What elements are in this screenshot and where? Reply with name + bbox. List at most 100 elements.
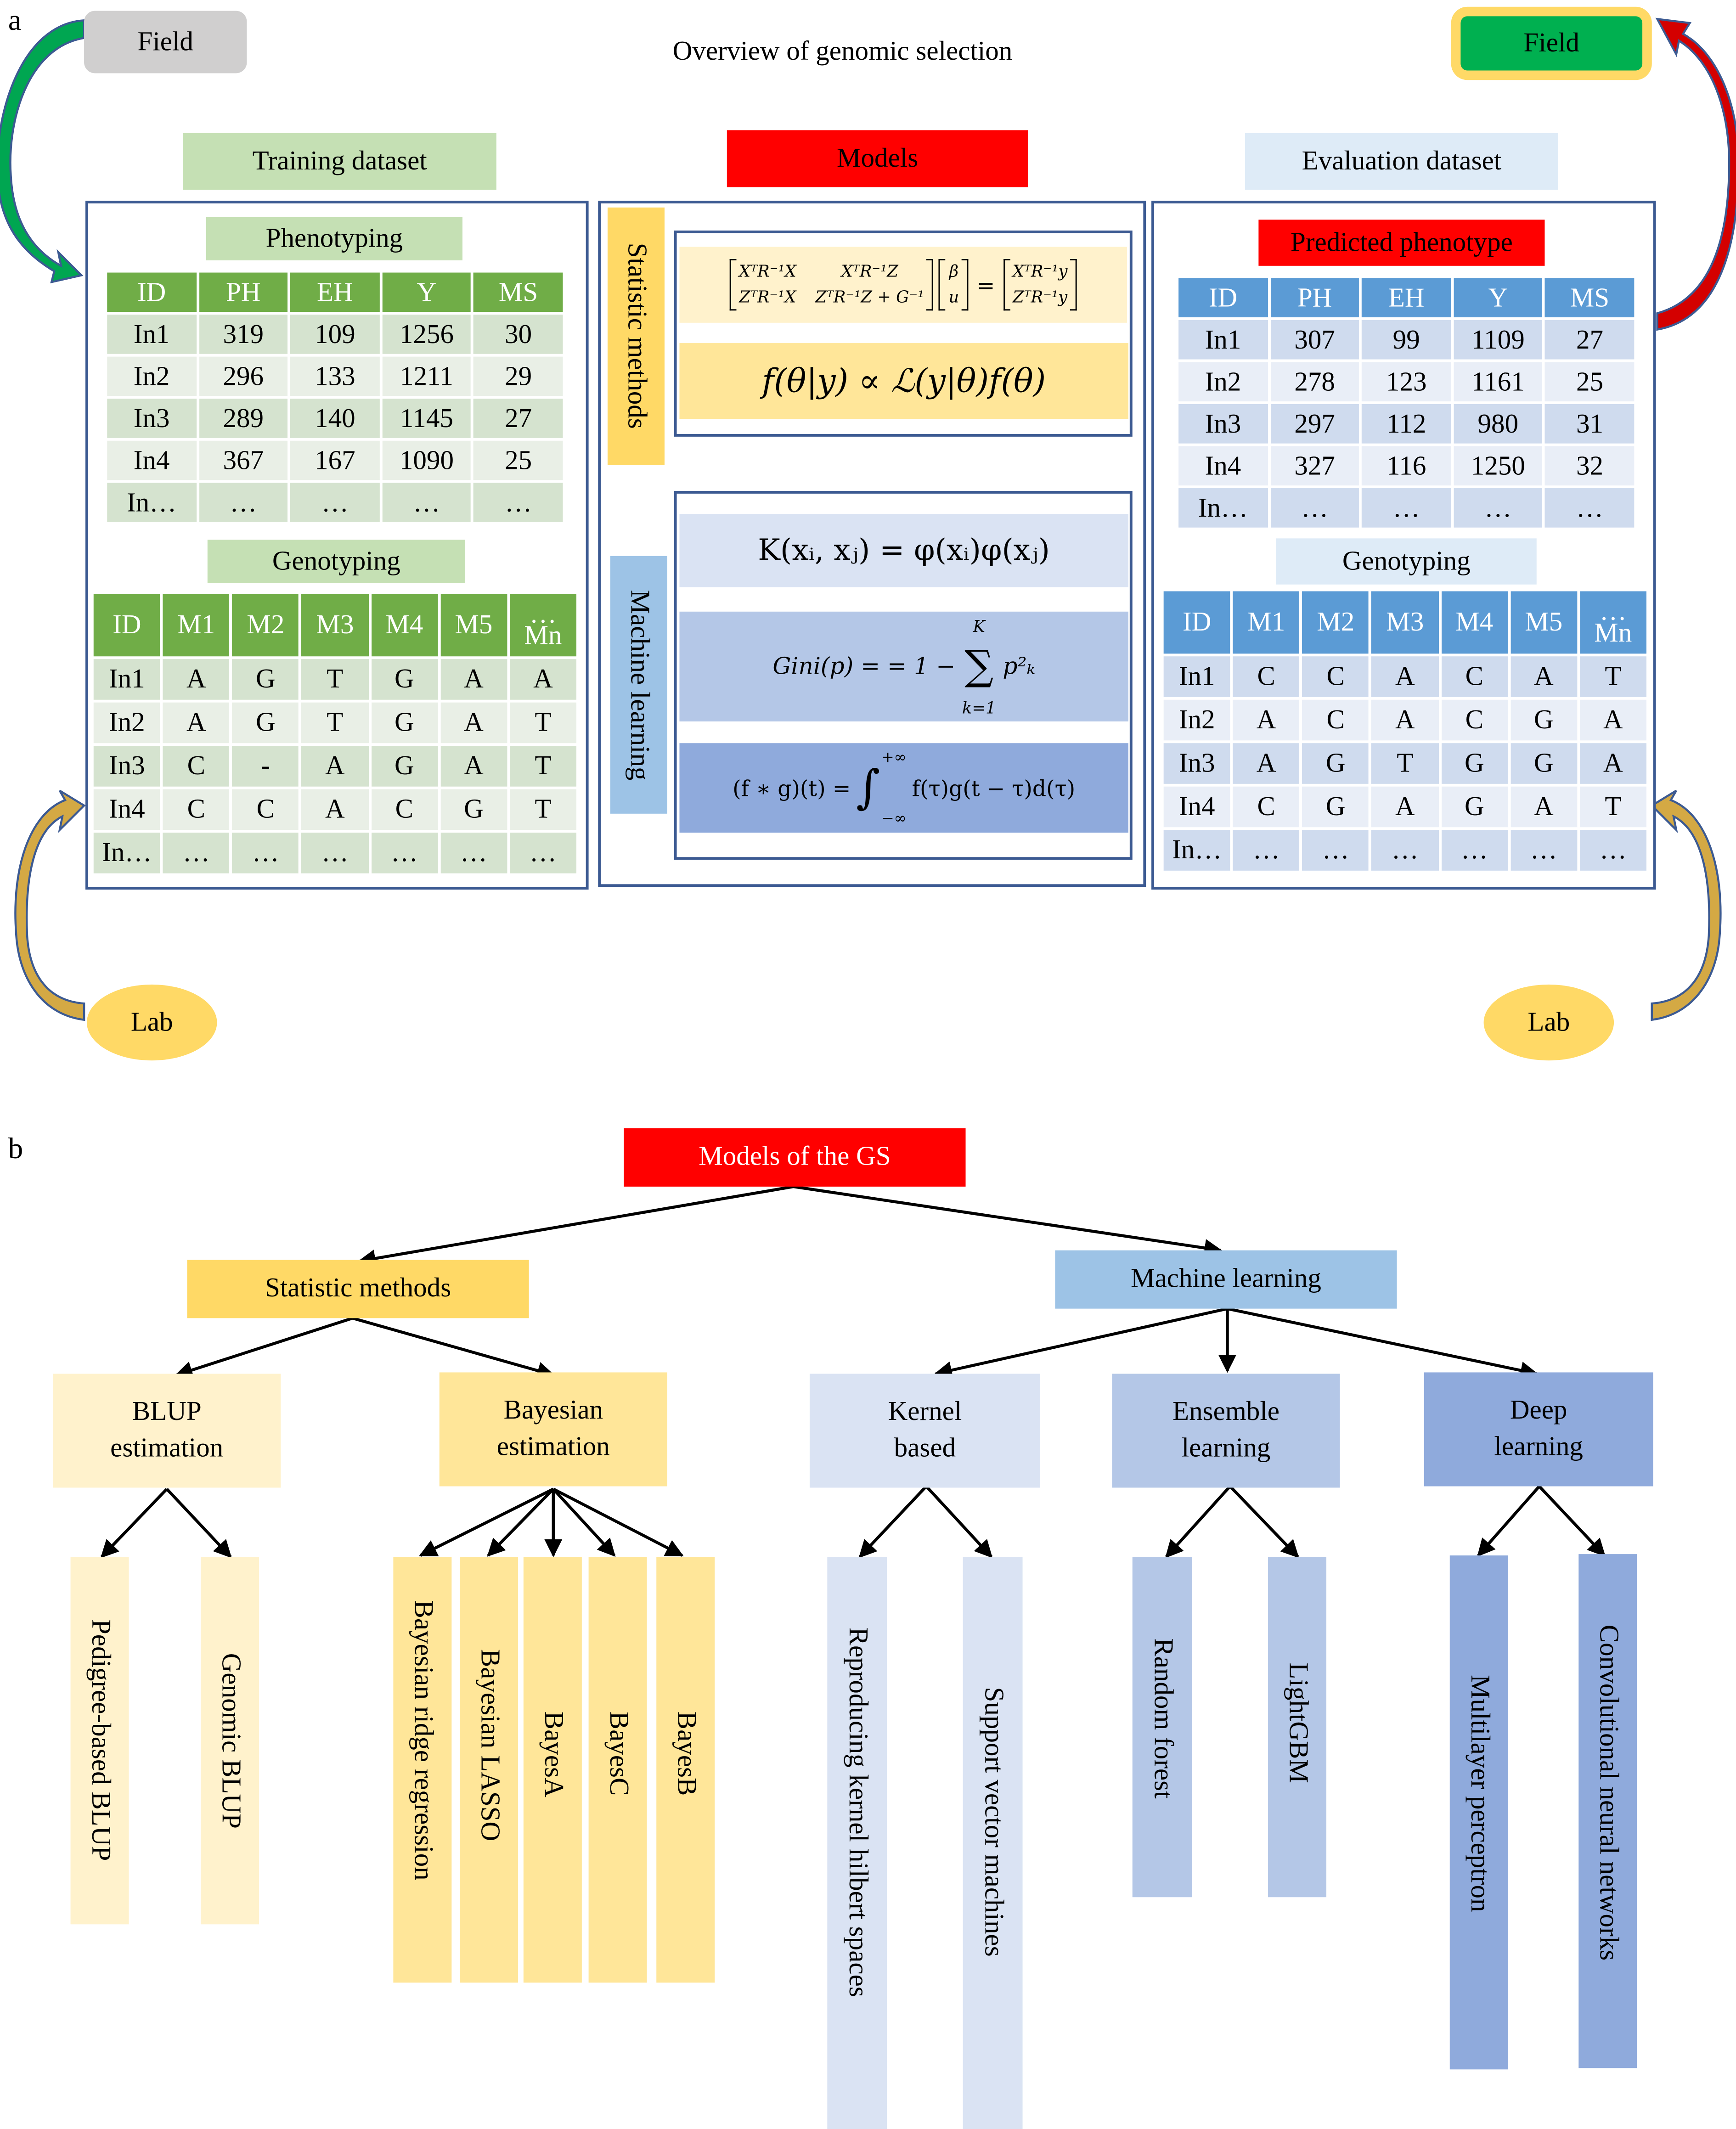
column-header: Y: [382, 272, 471, 312]
table-cell: T: [1371, 743, 1438, 784]
row-id-cell: In1: [107, 315, 196, 354]
leaf-random-forest: Random forest: [1132, 1557, 1192, 1898]
mme-rhs-1: XᵀR⁻¹y: [1012, 261, 1068, 281]
table-row: In……………: [1178, 488, 1635, 528]
table-cell: T: [1579, 786, 1646, 828]
table-cell: G: [1510, 699, 1577, 741]
leaf-cnn: Convolutional neural networks: [1578, 1554, 1637, 2068]
arrow-lab-to-evaluation-icon: [1650, 789, 1722, 1021]
table-cell: 133: [290, 356, 380, 396]
column-header: M3: [1371, 591, 1438, 654]
table-cell: G: [371, 659, 438, 700]
table-cell: A: [1233, 699, 1300, 741]
table-cell: 1145: [382, 399, 471, 438]
table-cell: 140: [290, 399, 380, 438]
gini-term: p²ₖ: [1003, 653, 1036, 680]
table-cell: …: [473, 483, 563, 522]
leaf-pedigree-blup: Pedigree-based BLUP: [70, 1557, 129, 1925]
column-header-mn: …Mn: [509, 594, 577, 657]
edge-bayesian-ridge: [418, 1487, 554, 1557]
edge-statistic-blup: [175, 1317, 353, 1379]
bracket-icon: [1070, 259, 1077, 311]
edge-blup-pedigree: [100, 1488, 168, 1558]
row-id-cell: In2: [107, 356, 196, 396]
conv-upper: +∞: [881, 749, 907, 766]
edge-deep-mlp: [1477, 1485, 1541, 1557]
table-cell: 289: [198, 399, 288, 438]
machine-learning-node: Machine learning: [1055, 1250, 1397, 1309]
table-cell: 307: [1270, 320, 1359, 360]
gini-equation: Gini(p) = = 1 − K ∑ k=1 p²ₖ: [679, 611, 1128, 721]
panel-a-title: Overview of genomic selection: [672, 36, 1013, 67]
table-cell: A: [1579, 699, 1646, 741]
bracket-icon: [927, 259, 934, 311]
table-cell: A: [440, 702, 507, 743]
edge-ml-deep: [1227, 1307, 1539, 1380]
column-header-mn-label: Mn: [524, 621, 562, 651]
column-header: MS: [1545, 278, 1635, 318]
table-cell: 278: [1270, 362, 1359, 402]
statistic-methods-node: Statistic methods: [187, 1260, 529, 1318]
blup-line-1: BLUP: [132, 1397, 202, 1427]
mme-r2c1: ZᵀR⁻¹X: [739, 287, 796, 307]
table-cell: C: [1233, 656, 1300, 697]
table-cell: …: [1302, 830, 1369, 871]
table-cell: …: [232, 833, 299, 873]
column-header: M4: [371, 594, 438, 657]
panel-letter-b: b: [8, 1131, 23, 1165]
edge-blup-genomic: [165, 1488, 232, 1558]
table-cell: …: [382, 483, 471, 522]
table-cell: A: [1579, 743, 1646, 784]
leaf-bayesc: BayesC: [588, 1557, 647, 1983]
evaluation-genotyping-label: Genotyping: [1276, 538, 1537, 585]
table-cell: …: [1270, 488, 1359, 528]
table-cell: 29: [473, 356, 563, 396]
column-header-ellipsis: …: [529, 599, 557, 630]
table-cell: 297: [1270, 404, 1359, 444]
row-id-cell: In4: [93, 789, 160, 830]
table-cell: -: [232, 746, 299, 787]
leaf-bayesb: BayesB: [656, 1557, 715, 1983]
column-header: PH: [1270, 278, 1359, 318]
table-cell: C: [1233, 786, 1300, 828]
column-header-ellipsis: …: [1599, 597, 1627, 627]
table-cell: A: [440, 659, 507, 700]
column-header: EH: [1362, 278, 1451, 318]
table-cell: …: [1579, 830, 1646, 871]
phenotyping-label: Phenotyping: [206, 217, 462, 260]
column-header: ID: [107, 272, 196, 312]
kernel-line-1: Kernel: [888, 1397, 962, 1427]
table-cell: T: [509, 789, 577, 830]
table-cell: 27: [473, 399, 563, 438]
table-cell: 980: [1453, 404, 1543, 444]
training-genotyping-label: Genotyping: [207, 540, 465, 583]
row-id-cell: In4: [107, 440, 196, 480]
table-cell: 367: [198, 440, 288, 480]
leaf-lightgbm: LightGBM: [1268, 1557, 1327, 1898]
column-header: EH: [290, 272, 380, 312]
edge-ml-kernel: [934, 1307, 1228, 1379]
table-cell: …: [198, 483, 288, 522]
table-cell: 1250: [1453, 446, 1543, 486]
edge-statistic-bayesian: [352, 1317, 555, 1380]
table-cell: A: [1371, 699, 1438, 741]
table-row: In…………………: [1163, 830, 1646, 871]
table-row: In…………………: [93, 833, 577, 873]
edge-root-statistic: [357, 1185, 794, 1267]
table-cell: G: [371, 702, 438, 743]
row-id-cell: In3: [1163, 743, 1230, 784]
table-cell: 109: [290, 315, 380, 354]
bracket-icon: [729, 259, 737, 311]
edge-kernel-svm: [925, 1485, 993, 1558]
column-header: M1: [1233, 591, 1300, 654]
column-header: M3: [301, 594, 368, 657]
table-cell: G: [440, 789, 507, 830]
